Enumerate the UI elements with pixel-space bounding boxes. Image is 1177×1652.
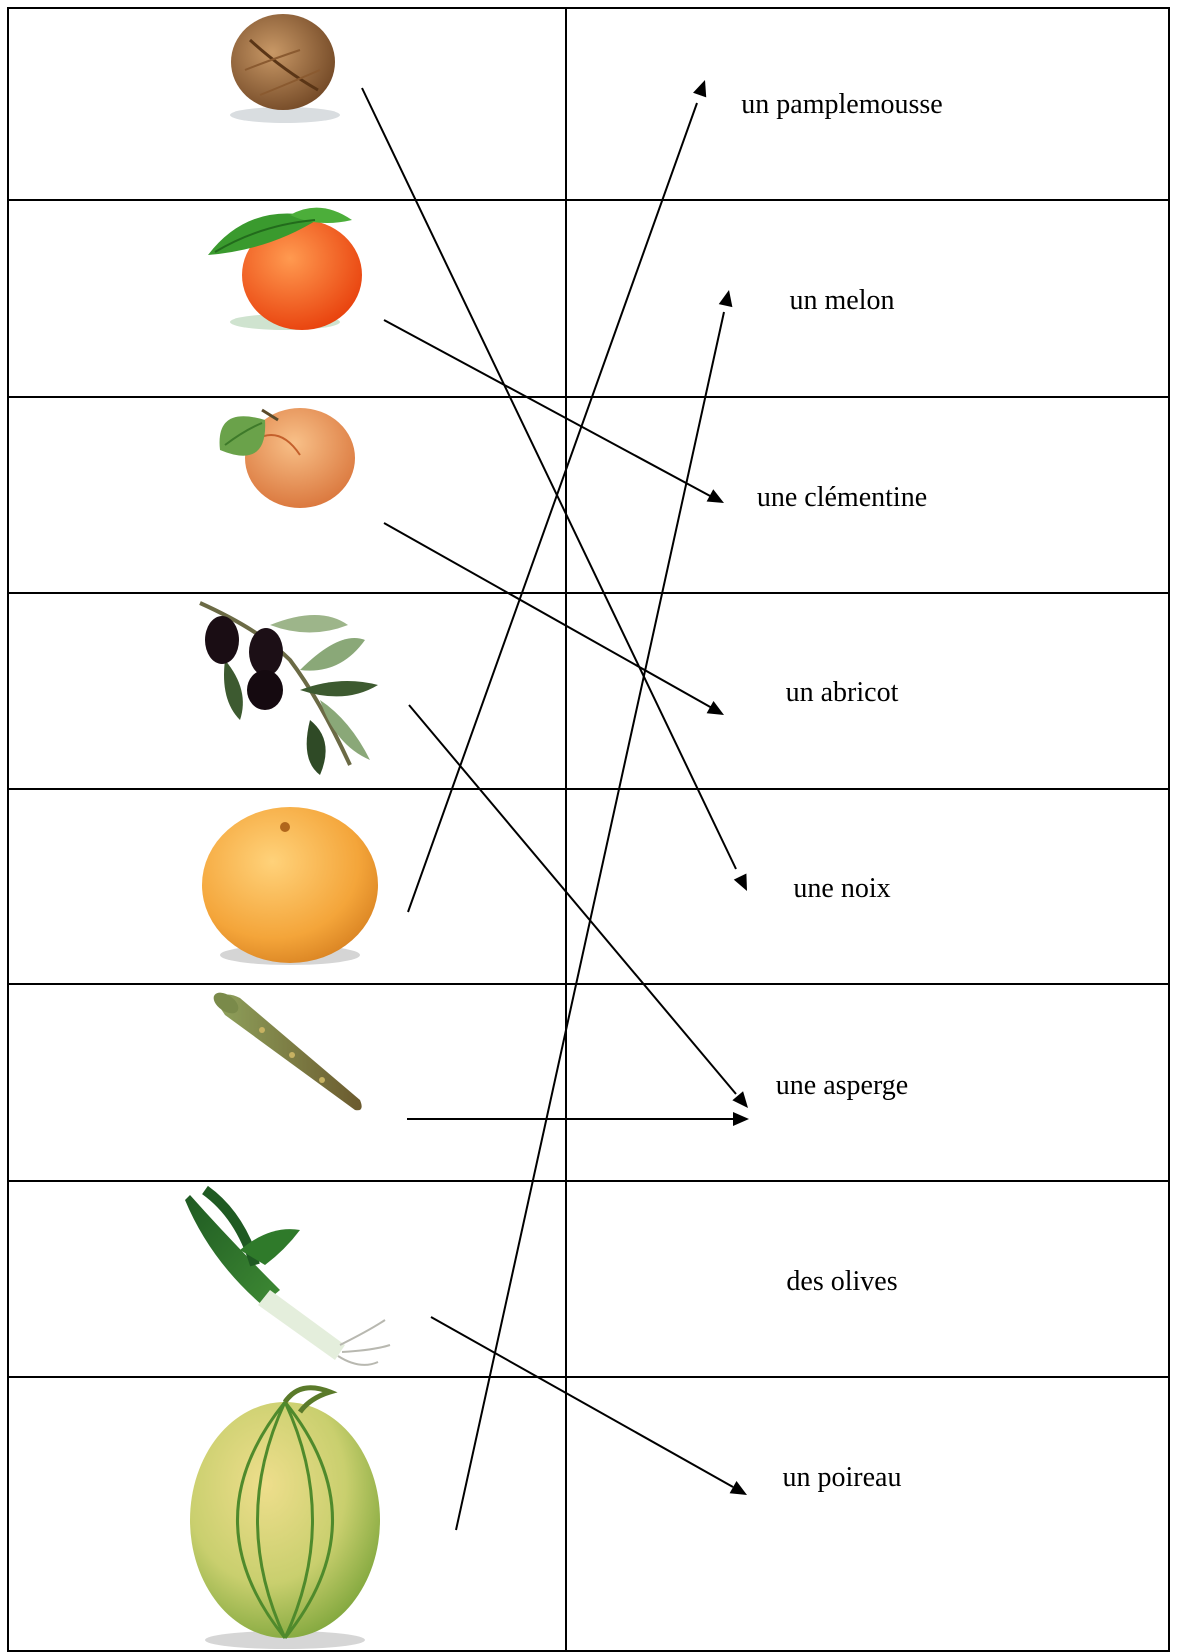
- word-label-4: un abricot: [566, 677, 1118, 709]
- word-label-2: un melon: [566, 285, 1118, 317]
- melon-icon: [190, 1388, 380, 1649]
- word-label-8: un poireau: [566, 1462, 1118, 1494]
- word-label-3: une clémentine: [566, 482, 1118, 514]
- word-label-6: une asperge: [566, 1070, 1118, 1102]
- olive-branch-icon: [200, 603, 378, 775]
- word-label-5: une noix: [566, 873, 1118, 905]
- arrow-clementine-to-clementine: [384, 320, 712, 497]
- word-label-7: des olives: [566, 1266, 1118, 1298]
- grapefruit-icon: [202, 807, 378, 965]
- asparagus-icon: [210, 988, 362, 1110]
- clementine-icon: [208, 208, 362, 330]
- walnut-icon: [230, 14, 340, 123]
- apricot-icon: [220, 408, 355, 508]
- word-label-1: un pamplemousse: [566, 89, 1118, 121]
- leek-icon: [185, 1190, 390, 1365]
- arrow-walnut-to-noix: [362, 88, 736, 869]
